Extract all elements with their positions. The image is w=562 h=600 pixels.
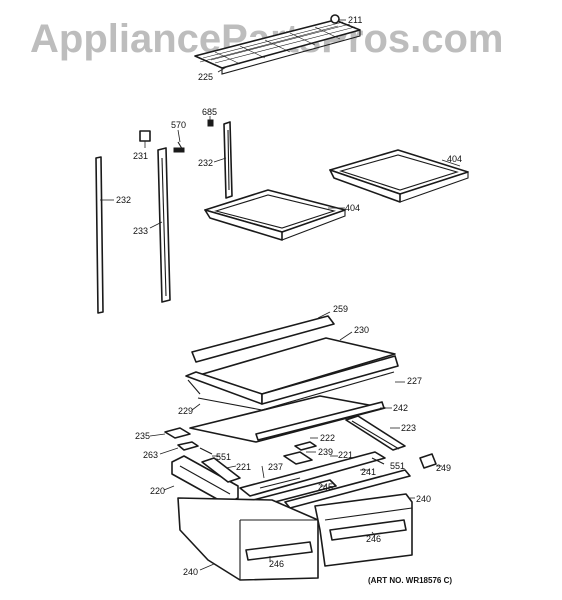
- wire-shelf-225: [194, 19, 361, 75]
- label-245: 245: [318, 482, 333, 492]
- clip-263: [177, 441, 199, 451]
- clip-235: [164, 427, 191, 439]
- label-237: 237: [268, 462, 283, 472]
- label-233: 233: [133, 226, 148, 236]
- drawer-handle-246-right: [329, 519, 407, 541]
- label-551-left: 551: [216, 452, 231, 462]
- label-232-left: 232: [116, 195, 131, 205]
- label-230: 230: [354, 325, 369, 335]
- screw-551-left: [199, 447, 213, 455]
- label-235: 235: [135, 431, 150, 441]
- frame-227: [185, 355, 399, 405]
- label-225: 225: [198, 72, 213, 82]
- rail-221-left: [201, 457, 241, 483]
- label-227: 227: [407, 376, 422, 386]
- label-404-left: 404: [345, 203, 360, 213]
- label-229: 229: [178, 406, 193, 416]
- label-246-right: 246: [366, 534, 381, 544]
- label-259: 259: [333, 304, 348, 314]
- label-551-right: 551: [390, 461, 405, 471]
- part-labels: 211 225 685 570 231 232 232 233 404 404 …: [116, 15, 462, 577]
- screw-685: [207, 119, 214, 127]
- rail-223: [345, 415, 406, 451]
- label-263: 263: [143, 450, 158, 460]
- rail-232-upper: [223, 121, 233, 199]
- leader-lines: [100, 19, 461, 571]
- rail-232-left: [95, 156, 104, 314]
- glass-shelf-404-right: [329, 149, 469, 203]
- label-241: 241: [361, 467, 376, 477]
- label-239: 239: [318, 447, 333, 457]
- trim-259: [191, 315, 335, 363]
- label-221-left: 221: [236, 462, 251, 472]
- label-232-upper: 232: [198, 158, 213, 168]
- bracket-249: [419, 453, 437, 469]
- label-404-right: 404: [447, 154, 462, 164]
- label-685: 685: [202, 107, 217, 117]
- clip-211: [330, 14, 340, 24]
- rail-241: [284, 469, 411, 509]
- label-570: 570: [171, 120, 186, 130]
- label-246-left: 246: [269, 559, 284, 569]
- rail-233: [157, 147, 171, 303]
- drawer-240-left: [177, 497, 319, 581]
- label-231: 231: [133, 151, 148, 161]
- bracket-231: [139, 130, 151, 142]
- label-242: 242: [393, 403, 408, 413]
- drawer-handle-246-left: [245, 541, 313, 561]
- art-number: (ART NO. WR18576 C): [368, 576, 452, 585]
- label-240-right: 240: [416, 494, 431, 504]
- bracket-222: [294, 441, 317, 451]
- end-cap-220: [171, 455, 239, 505]
- label-221-right: 221: [338, 450, 353, 460]
- screw-570: [173, 141, 185, 153]
- label-211: 211: [348, 15, 362, 25]
- screw-551-right: [371, 457, 385, 465]
- label-222: 222: [320, 433, 335, 443]
- label-223: 223: [401, 423, 416, 433]
- glass-shelf-404-left: [204, 189, 346, 241]
- cover-237: [239, 451, 386, 497]
- label-220: 220: [150, 486, 165, 496]
- bracket-239: [283, 451, 313, 465]
- label-240-left: 240: [183, 567, 198, 577]
- label-249: 249: [436, 463, 451, 473]
